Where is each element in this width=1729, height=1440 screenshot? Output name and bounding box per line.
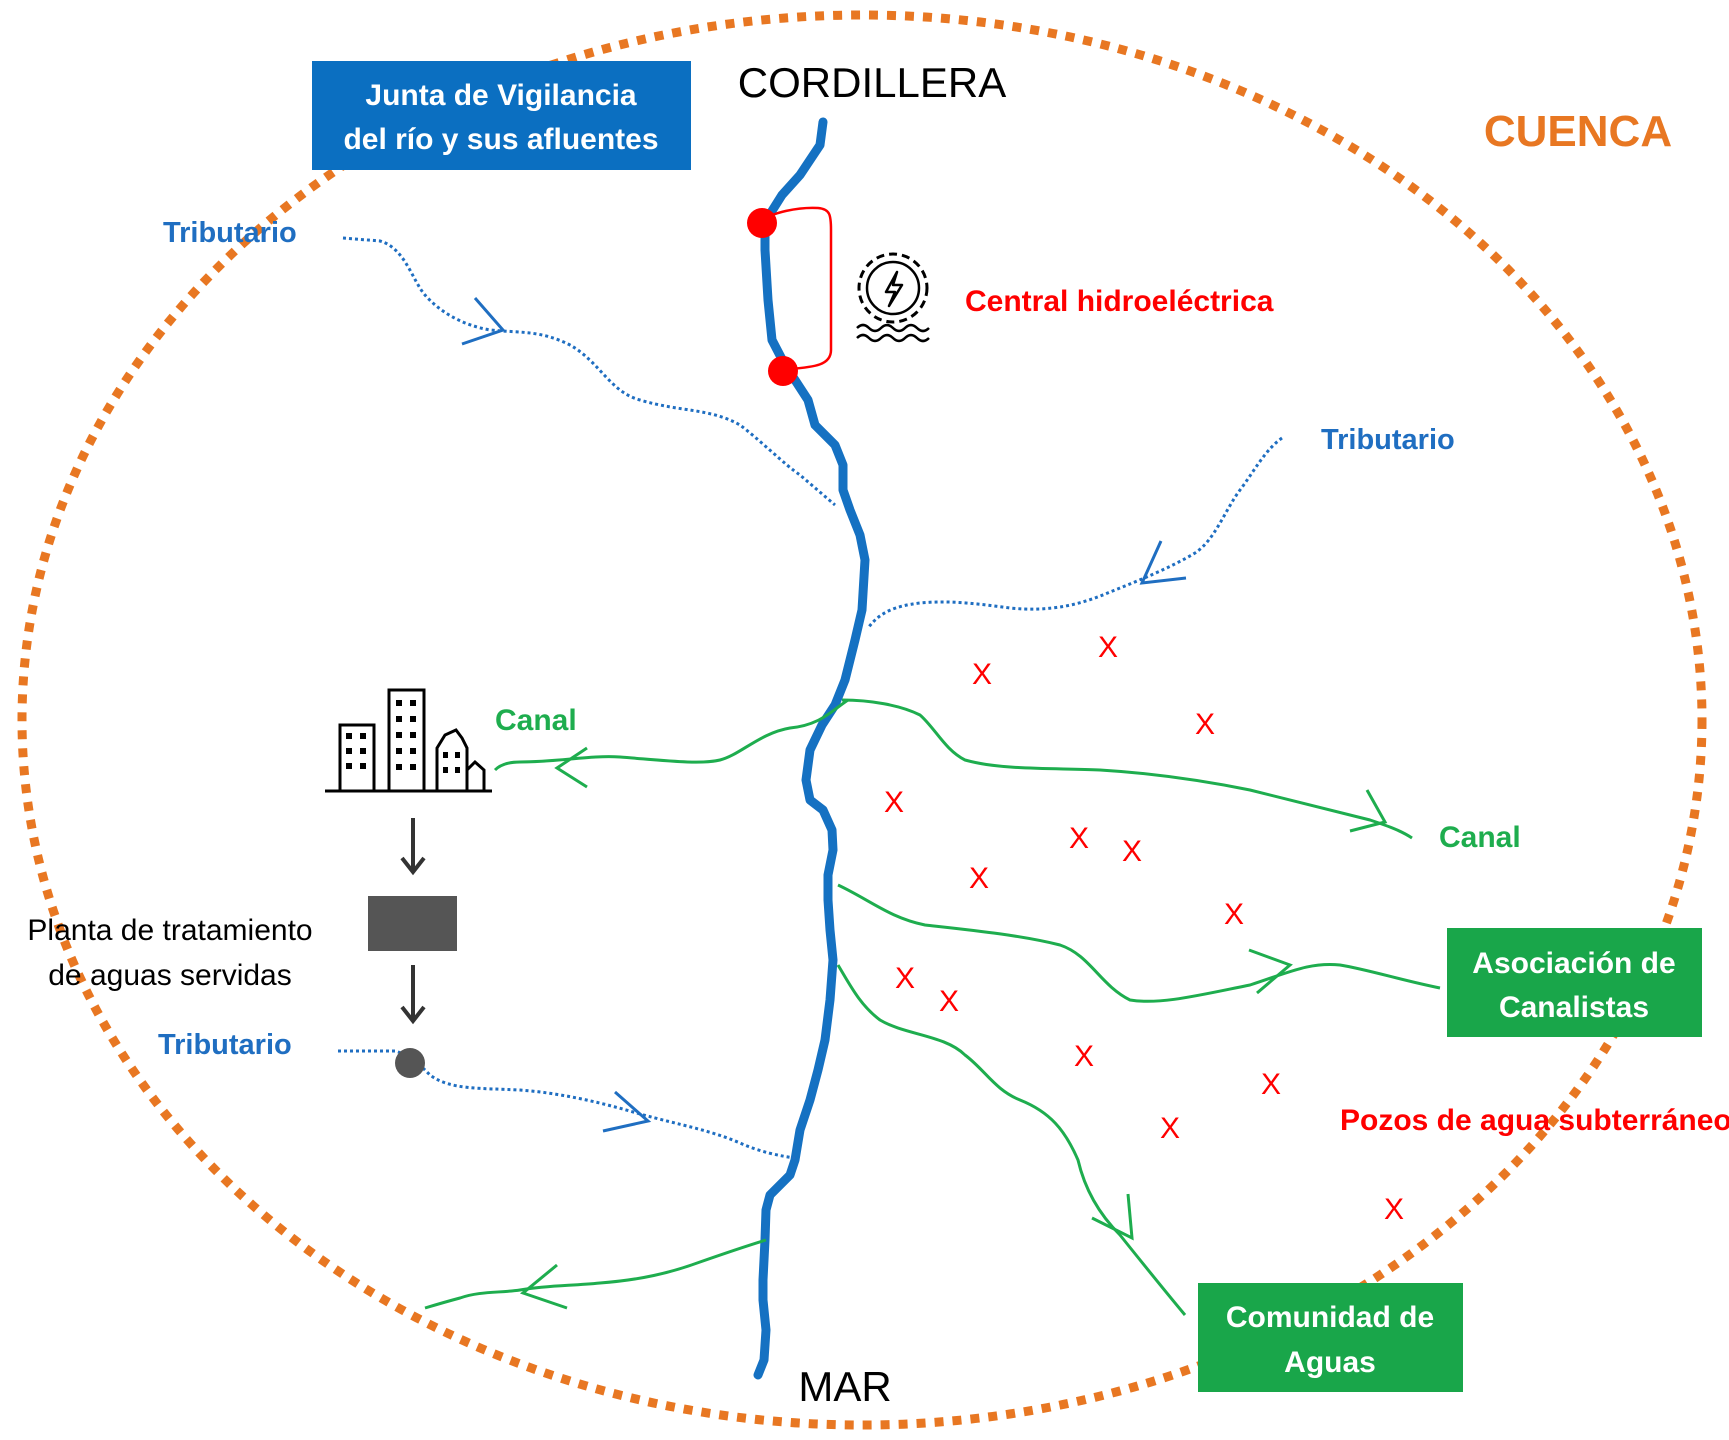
canal-right-middle <box>837 883 1441 1003</box>
asociacion-box <box>1447 928 1702 1037</box>
planta-label-line2: de aguas servidas <box>48 959 292 992</box>
canal-left-upper-arrow <box>554 746 588 789</box>
canal-right-middle-arrow <box>1248 948 1293 995</box>
tributario-label-upper-left: Tributario <box>163 217 297 249</box>
tributario-label-lower-left: Tributario <box>158 1029 292 1061</box>
well-mark: X <box>972 658 992 691</box>
tributary-lower-left <box>338 1049 796 1160</box>
intake-point <box>747 208 777 238</box>
junta-box <box>312 61 691 170</box>
well-mark: X <box>1261 1068 1281 1101</box>
hydro-turbine-icon <box>856 252 930 343</box>
comunidad-label-line2: Aguas <box>1284 1346 1376 1379</box>
well-mark: X <box>1122 835 1142 868</box>
well-mark: X <box>884 786 904 819</box>
canal-right-upper <box>841 698 1413 840</box>
canal-right-upper-arrow <box>1349 789 1388 833</box>
well-mark: X <box>895 962 915 995</box>
main-river <box>753 117 870 1380</box>
tributary-upper-right-arrow <box>1139 540 1187 585</box>
pozos-label: Pozos de agua subterráneos <box>1340 1104 1729 1137</box>
treatment-plant-box <box>368 896 457 951</box>
canal-right-lower <box>836 964 1187 1316</box>
canal-left-lower <box>424 1238 767 1310</box>
central-label: Central hidroeléctrica <box>965 285 1274 318</box>
comunidad-label-line1: Comunidad de <box>1226 1301 1434 1334</box>
down-arrow-icon <box>400 818 426 876</box>
canal-left-upper <box>493 698 849 772</box>
groundwater-wells: X X X X X X X X X X X X X X <box>884 631 1404 1226</box>
down-arrow-icon-lower <box>400 965 426 1025</box>
planta-label-line1: Planta de tratamiento <box>27 914 312 947</box>
canal-label-left: Canal <box>495 704 577 737</box>
hydro-bypass <box>761 206 833 374</box>
tributary-lower-left-arrow <box>602 1090 652 1133</box>
treatment-discharge-point <box>395 1048 425 1078</box>
canal-label-right: Canal <box>1439 821 1521 854</box>
well-mark: X <box>1074 1040 1094 1073</box>
well-mark: X <box>939 985 959 1018</box>
junta-label-line1: Junta de Vigilancia <box>365 79 637 112</box>
tributary-upper-left-arrow <box>461 297 506 346</box>
city-buildings-icon <box>325 688 492 793</box>
canal-right-lower-arrow <box>1091 1193 1134 1241</box>
tributary-upper-left <box>342 236 836 507</box>
well-mark: X <box>1069 822 1089 855</box>
tributary-upper-right <box>866 436 1283 629</box>
city-windows <box>346 700 460 773</box>
junta-label-line2: del río y sus afluentes <box>343 123 658 156</box>
comunidad-box <box>1198 1283 1463 1392</box>
outlet-point <box>768 356 798 386</box>
well-mark: X <box>969 862 989 895</box>
asociacion-label-line2: Canalistas <box>1499 991 1649 1024</box>
well-mark: X <box>1384 1193 1404 1226</box>
cuenca-label: CUENCA <box>1484 107 1672 156</box>
asociacion-label-line1: Asociación de <box>1472 947 1675 980</box>
well-mark: X <box>1224 898 1244 931</box>
mar-label: MAR <box>798 1363 891 1410</box>
well-mark: X <box>1195 708 1215 741</box>
well-mark: X <box>1098 631 1118 664</box>
tributario-label-upper-right: Tributario <box>1321 424 1455 456</box>
basin-boundary <box>17 10 1707 1430</box>
canal-left-lower-arrow <box>519 1263 568 1310</box>
cordillera-label: CORDILLERA <box>738 59 1006 106</box>
well-mark: X <box>1160 1112 1180 1145</box>
